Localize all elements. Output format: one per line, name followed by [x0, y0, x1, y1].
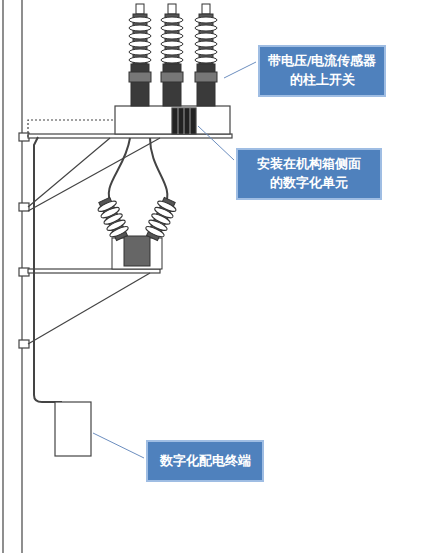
- sensor-housing: [131, 64, 149, 106]
- terminal-cap: [168, 4, 176, 14]
- insulator-shed: [129, 17, 151, 23]
- insulator-shed: [129, 33, 151, 39]
- callout-text: 数字化配电终端: [160, 452, 251, 471]
- callout-text: 带电压/电流传感器 的柱上开关: [266, 52, 378, 90]
- pt-bushing: [95, 196, 131, 243]
- cable: [34, 137, 62, 402]
- insulator-shed: [195, 17, 217, 23]
- insulator-shed: [161, 33, 183, 39]
- callout-text: 安装在机构箱侧面 的数字化单元: [244, 155, 374, 193]
- sensor-ring: [129, 72, 151, 82]
- pt-bushing: [143, 196, 179, 243]
- cable: [109, 138, 130, 205]
- insulator-shed: [161, 17, 183, 23]
- callout-box: 数字化配电终端: [146, 440, 264, 482]
- brace: [28, 273, 150, 344]
- insulator-shed: [129, 41, 151, 47]
- insulator-shed: [195, 25, 217, 31]
- insulator-shed: [161, 57, 183, 63]
- brace: [28, 138, 160, 211]
- cable: [150, 138, 167, 205]
- insulator-shed: [161, 41, 183, 47]
- insulator-shed: [129, 25, 151, 31]
- callout-box: 安装在机构箱侧面 的数字化单元: [236, 148, 382, 200]
- sensor-housing: [163, 64, 181, 106]
- callout-box: 带电压/电流传感器 的柱上开关: [258, 45, 386, 97]
- insulator-shed: [195, 49, 217, 55]
- sensor-ring: [195, 72, 217, 82]
- leader-line: [198, 126, 234, 160]
- pt-core: [124, 236, 150, 266]
- leader-line: [224, 62, 256, 78]
- terminal-cap: [136, 4, 144, 14]
- insulator-shed: [161, 25, 183, 31]
- switch-platform: [28, 134, 232, 138]
- leader-line: [93, 433, 144, 458]
- sensor-housing: [197, 64, 215, 106]
- pole-clamp: [19, 340, 29, 348]
- pt-platform: [28, 269, 160, 273]
- insulator-shed: [195, 33, 217, 39]
- insulator-shed: [195, 57, 217, 63]
- insulator-group: [129, 4, 217, 106]
- insulator-shed: [129, 49, 151, 55]
- switch-body: [115, 106, 230, 134]
- insulator-shed: [195, 41, 217, 47]
- pole-clamp: [19, 203, 29, 211]
- pole-edge: [2, 0, 3, 553]
- insulator-shed: [129, 57, 151, 63]
- terminal-cap: [202, 4, 210, 14]
- terminal-box: [55, 402, 91, 456]
- digital-unit: [172, 108, 196, 134]
- ground-wire: [28, 120, 115, 137]
- sensor-ring: [161, 72, 183, 82]
- insulator-shed: [161, 49, 183, 55]
